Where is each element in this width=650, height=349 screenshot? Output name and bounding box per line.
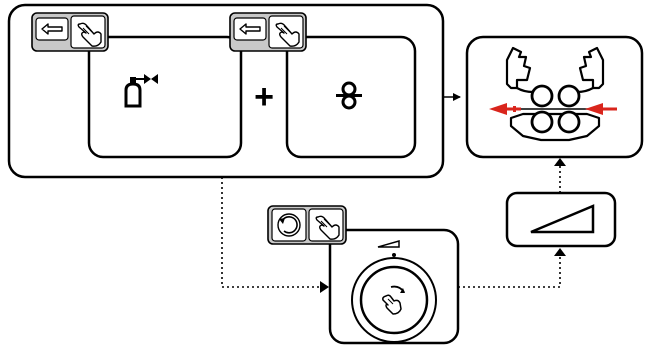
back-arrow-icon [41, 23, 63, 35]
wire-spool-icon [336, 81, 362, 110]
gas-test-panel[interactable] [87, 35, 243, 159]
encoder-knob-panel[interactable] [328, 228, 460, 345]
rotate-circle-icon [277, 213, 301, 237]
hand-press-icon [275, 22, 300, 47]
flow-dotted-setup-to-knob [221, 177, 321, 288]
rotate-press-tab[interactable] [267, 205, 347, 245]
ramp-mini-icon [377, 240, 400, 248]
rotary-knob-hand-icon [382, 285, 405, 315]
wire-feed-unit-panel [465, 35, 644, 159]
speed-ramp-panel [505, 191, 617, 248]
wire-inching-panel[interactable] [285, 35, 417, 159]
flow-dotted-knob-to-ramp [458, 254, 561, 288]
back-arrow-icon [239, 23, 261, 35]
back-key-tab-1[interactable] [31, 12, 109, 52]
ramp-triangle-icon [530, 204, 595, 234]
hand-press-icon [77, 22, 102, 47]
gas-bottle-valve-icon [124, 74, 158, 108]
back-key-tab-2[interactable] [229, 12, 307, 52]
plus-symbol: + [254, 78, 274, 116]
hand-press-icon [315, 215, 340, 240]
wire-feed-rollers-icon [489, 46, 617, 142]
